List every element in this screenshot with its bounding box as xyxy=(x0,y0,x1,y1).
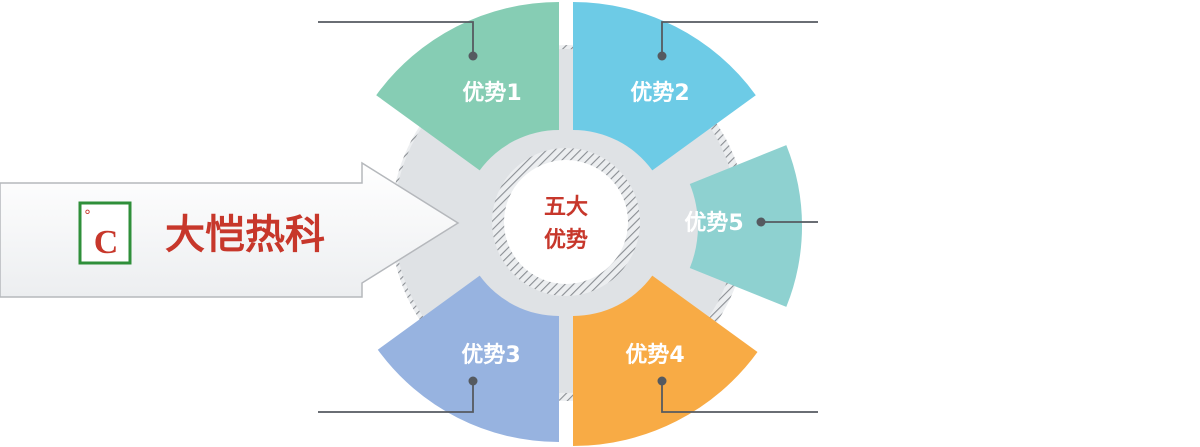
logo-frame xyxy=(78,201,132,265)
segment-4 xyxy=(573,275,758,446)
connector-dot-2 xyxy=(657,51,667,61)
segment-5 xyxy=(689,145,803,307)
segment-label-3: 优势3 xyxy=(461,342,520,368)
connector-dot-5 xyxy=(756,217,766,227)
connector-dot-4 xyxy=(657,376,667,386)
brand-logo: ° C xyxy=(78,201,132,265)
center-title-line1: 五大 xyxy=(544,195,588,220)
connector-2 xyxy=(661,21,818,54)
connector-1 xyxy=(318,21,474,54)
advantage-segments xyxy=(376,2,803,446)
connector-4 xyxy=(661,383,818,413)
connector-3 xyxy=(318,383,474,413)
segment-1 xyxy=(376,2,559,171)
segment-label-1: 优势1 xyxy=(462,80,521,106)
connectors xyxy=(318,21,818,413)
logo-degree: ° xyxy=(84,208,91,224)
segment-3 xyxy=(377,275,559,442)
connector-dots xyxy=(468,51,766,386)
brand-name: 大恺热科 xyxy=(165,212,325,258)
segment-label-5: 优势5 xyxy=(684,210,743,236)
connector-dot-1 xyxy=(468,51,478,61)
logo-letter: C xyxy=(94,224,119,261)
center-title-line2: 优势 xyxy=(544,227,588,253)
connector-dot-3 xyxy=(468,376,478,386)
segment-label-2: 优势2 xyxy=(630,80,689,106)
segment-2 xyxy=(573,2,756,171)
hub-center xyxy=(504,160,628,284)
segment-label-4: 优势4 xyxy=(625,342,684,368)
